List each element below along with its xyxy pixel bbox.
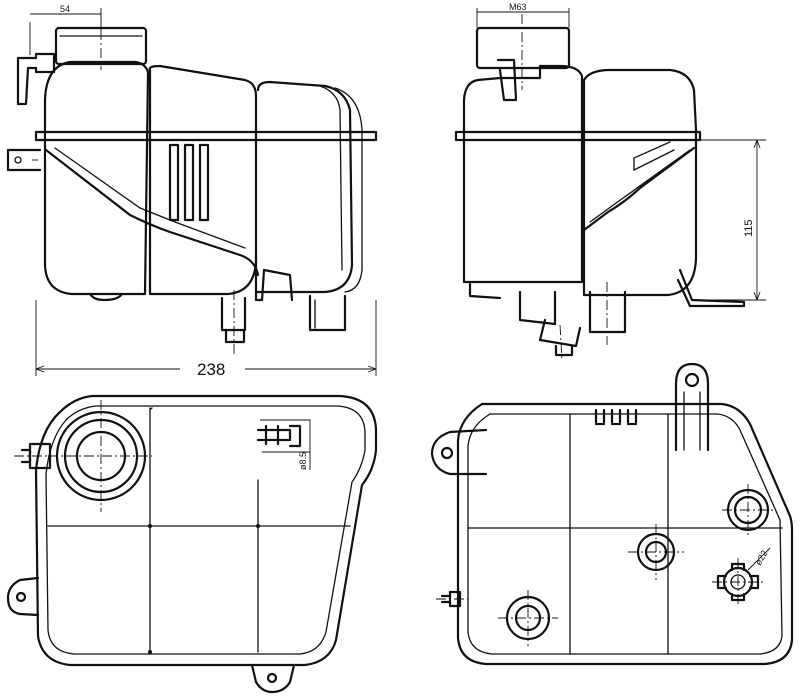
front-mount-rail <box>34 130 378 142</box>
side-cap-dim: M63 <box>509 2 527 12</box>
side-bracket <box>676 268 746 308</box>
front-view: 54 238 <box>6 4 378 379</box>
side-nipple <box>496 58 518 102</box>
bottom-top-bracket <box>674 362 710 452</box>
front-bottom-outlet <box>220 296 247 332</box>
side-view: M63 115 <box>454 2 766 361</box>
front-left-bracket <box>6 148 42 172</box>
bottom-view: ø22 <box>430 362 794 666</box>
bottom-outline <box>456 402 794 666</box>
overall-width-dim: 238 <box>197 360 225 379</box>
top-hose-dim: ø8.5 <box>298 452 308 470</box>
side-body <box>462 64 584 284</box>
top-view: ø8.5 <box>6 394 378 694</box>
top-outline <box>34 394 378 667</box>
side-cap <box>475 26 571 70</box>
bottom-left-ear <box>430 428 488 476</box>
front-left-nipple <box>16 52 56 106</box>
front-body-left <box>43 60 150 296</box>
front-body-middle <box>148 64 258 296</box>
height-dim: 115 <box>743 219 755 237</box>
front-body-right <box>254 80 354 294</box>
side-mount-rail <box>454 130 702 142</box>
top-bottom-ear <box>250 663 296 694</box>
top-left-ear <box>6 576 40 617</box>
cap-width-dim: 54 <box>60 4 70 14</box>
